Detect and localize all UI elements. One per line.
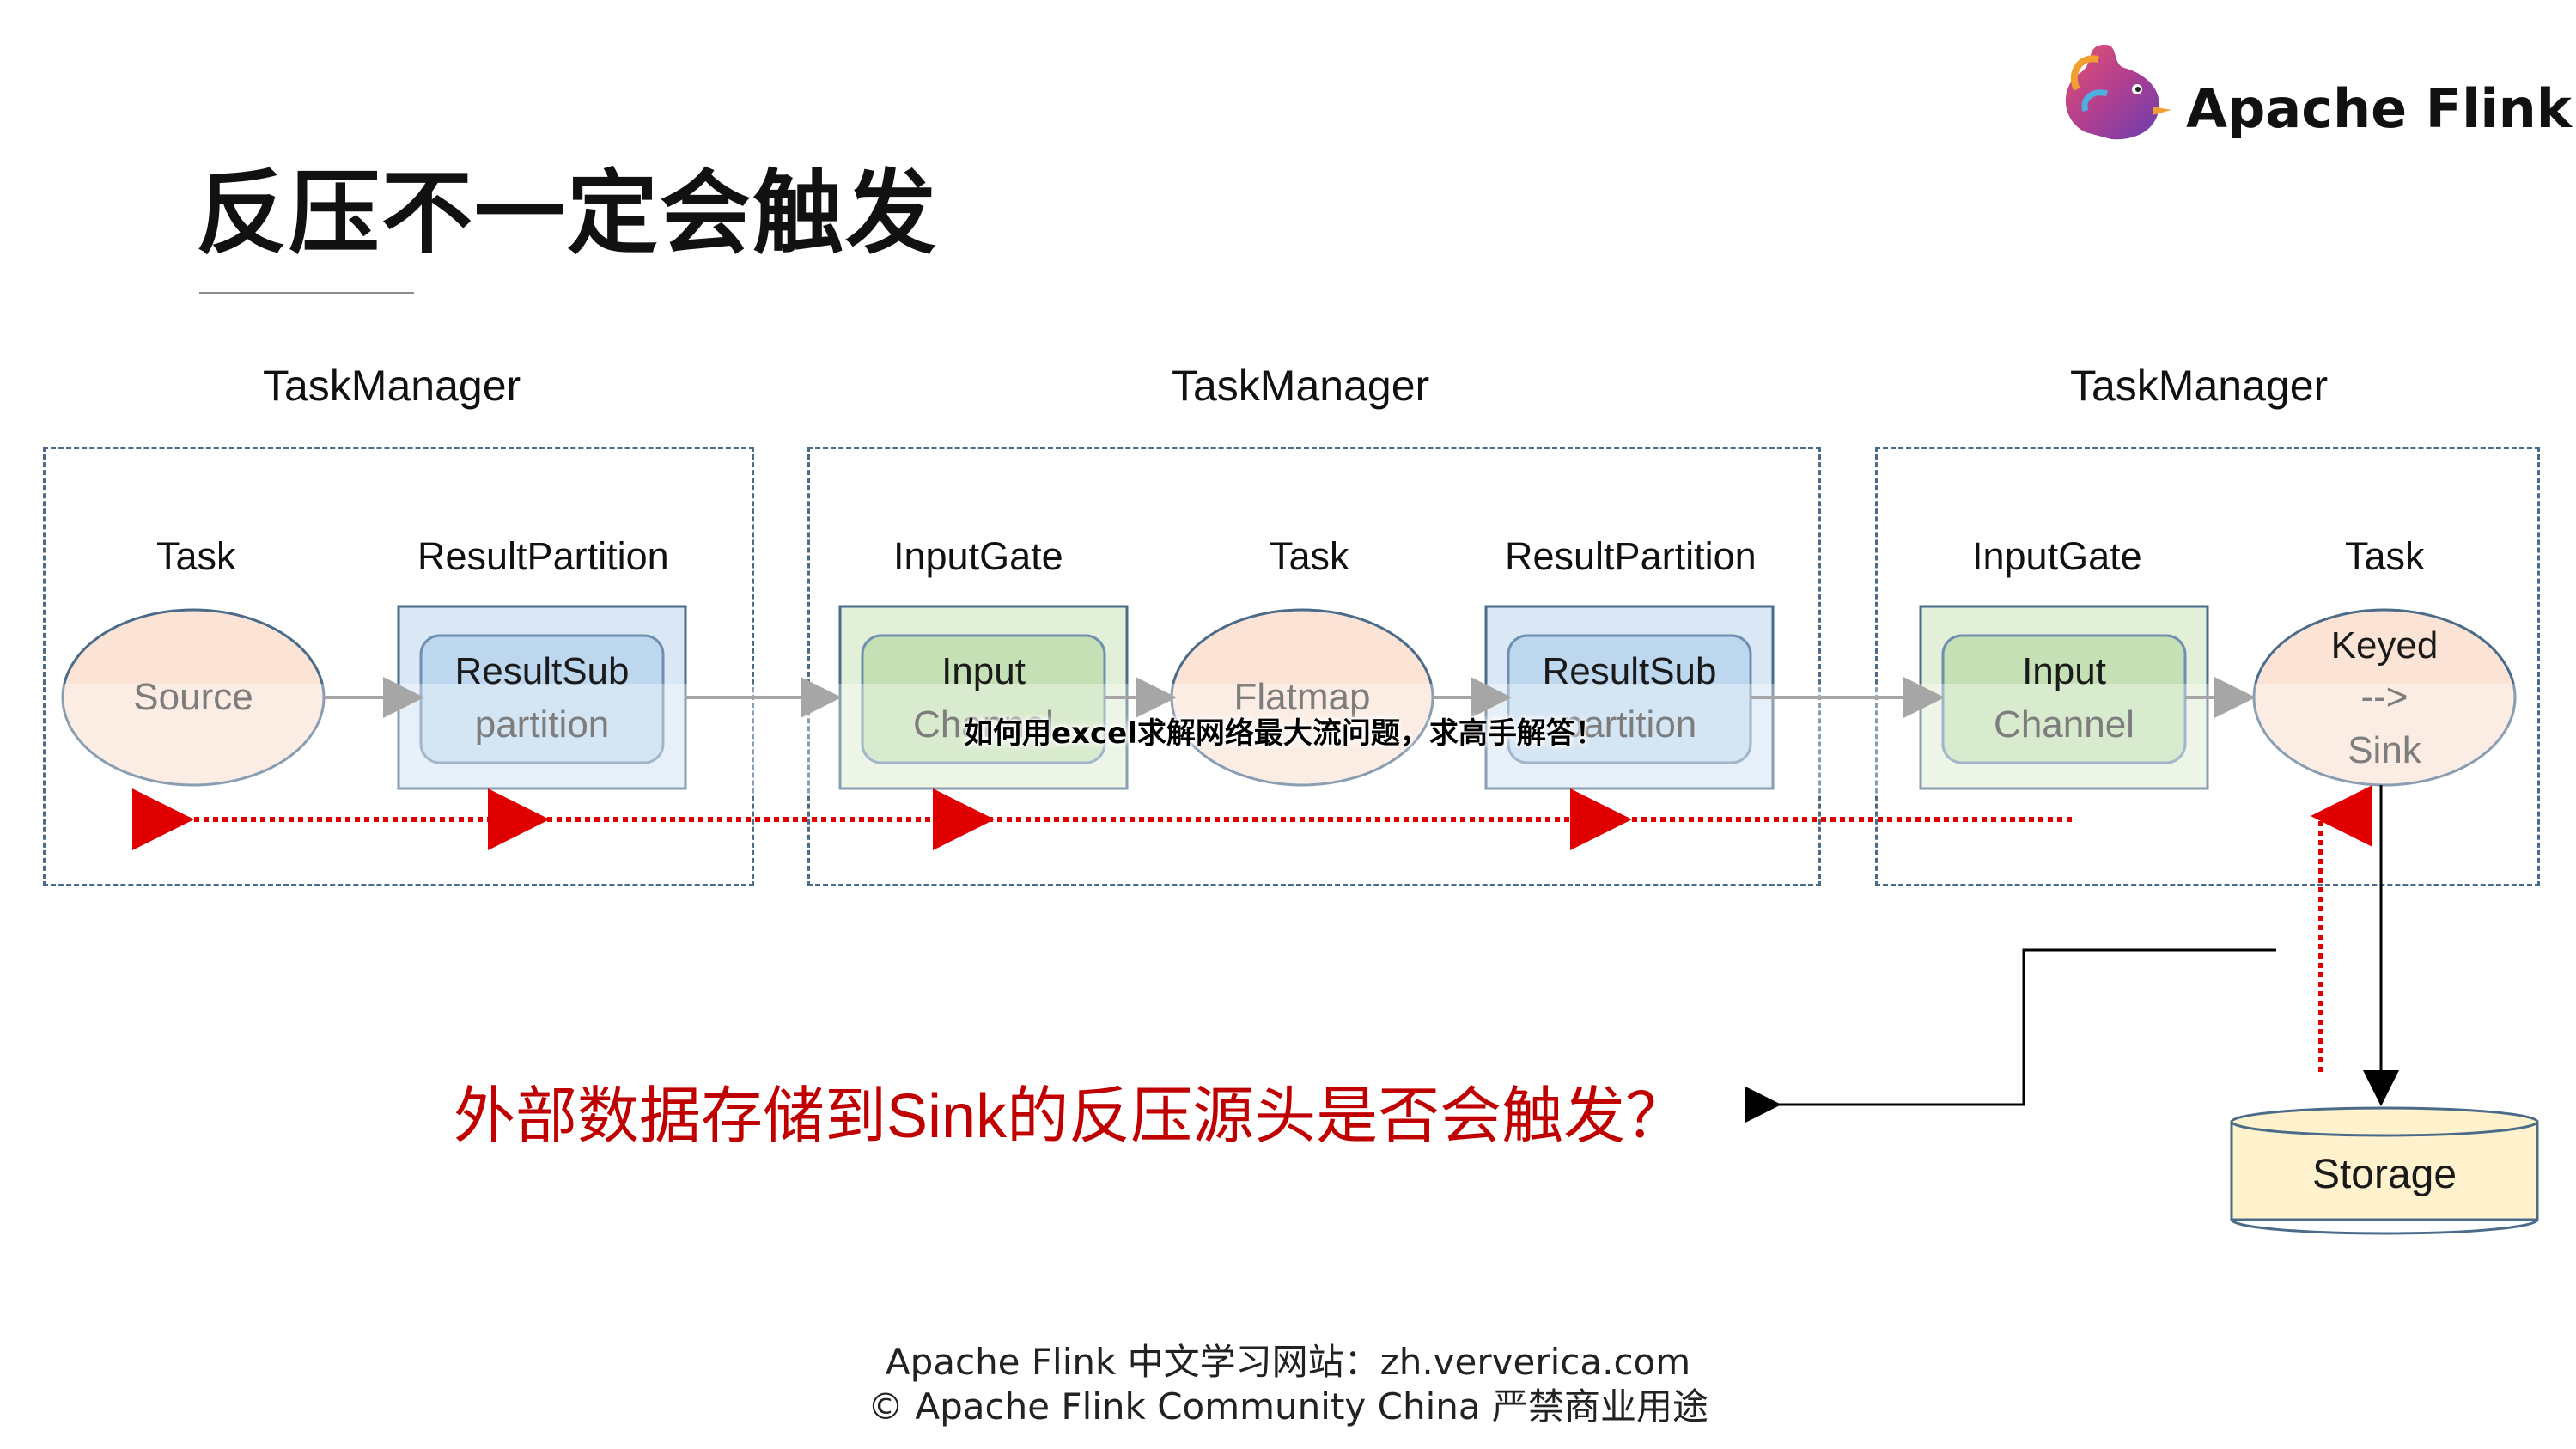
- page-title: 反压不一定会触发: [196, 161, 938, 266]
- taskmanager-box-3: [1875, 447, 2540, 886]
- flatmap-node-text: Flatmap: [1233, 676, 1371, 718]
- question-part1: 外部数据存储到: [454, 1080, 887, 1152]
- source-task-node: [61, 608, 326, 787]
- taskmanager-label-2: TaskManager: [1172, 362, 1430, 410]
- question-text: 外部数据存储到Sink的反压源头是否会触发？: [454, 1065, 1687, 1155]
- footer-line-2: © Apache Flink Community China 严禁商业用途: [868, 1385, 1708, 1428]
- logo-text: Apache Flink: [2186, 77, 2572, 140]
- component-label-resultpartition-2: ResultPartition: [1505, 534, 1757, 578]
- overlay-caption: 如何用excel求解网络最大流问题，求高手解答！: [964, 716, 1605, 751]
- storage-label: Storage: [2311, 1152, 2457, 1197]
- footer-line-1: Apache Flink 中文学习网站：zh.ververica.com: [885, 1341, 1691, 1383]
- question-pointer-arrow: [1745, 948, 2276, 1123]
- flink-squirrel-icon: [2065, 44, 2171, 140]
- inputchannel-node-2-line2: Channel: [913, 703, 1054, 746]
- keyed-sink-line3: Sink: [2348, 729, 2421, 771]
- taskmanager-label-1: TaskManager: [263, 362, 521, 410]
- inputchannel-node-3-line1: Input: [2022, 650, 2106, 692]
- inputchannel-node-3-line2: Channel: [1994, 703, 2134, 746]
- component-label-inputgate-3: InputGate: [1972, 534, 2142, 578]
- component-label-task-3: Task: [2345, 534, 2425, 578]
- component-label-task-1: Task: [156, 534, 236, 578]
- component-label-inputgate-2: InputGate: [893, 534, 1063, 578]
- taskmanager-box-1: [43, 447, 754, 886]
- title-underline: [199, 292, 414, 294]
- taskmanager-label-3: TaskManager: [2070, 362, 2329, 410]
- keyed-sink-line1: Keyed: [2330, 624, 2439, 667]
- storage-cylinder: [2230, 1106, 2539, 1235]
- component-label-task-2: Task: [1270, 534, 1349, 578]
- resultsub-node-1-line1: ResultSub: [454, 650, 630, 692]
- inputchannel-node-2-line1: Input: [941, 650, 1026, 692]
- taskmanager-box-2: [807, 447, 1821, 886]
- resultsub-node-1-line2: partition: [474, 703, 610, 746]
- keyed-sink-line2: -->: [2360, 676, 2409, 718]
- question-part3: 的反压源头是否会触发？: [1007, 1080, 1688, 1152]
- source-node-text: Source: [133, 676, 253, 718]
- question-part2: Sink: [886, 1082, 1008, 1151]
- component-label-resultpartition-1: ResultPartition: [417, 534, 669, 578]
- resultsub-node-2-line2: partition: [1562, 703, 1697, 746]
- resultsub-node-2-line1: ResultSub: [1542, 650, 1717, 692]
